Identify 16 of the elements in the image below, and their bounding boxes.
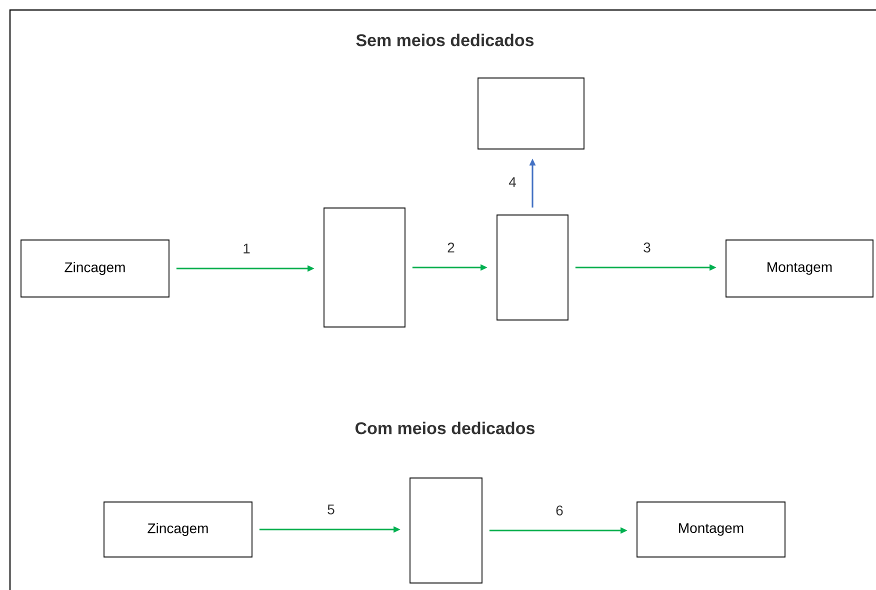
edge-label: 6 (556, 506, 563, 516)
edge-label: 5 (328, 504, 334, 514)
edge-label: 1 (244, 244, 250, 254)
edge-label: 4 (508, 177, 516, 187)
process-box: Zincagem (20, 240, 170, 298)
edge-label: 2 (448, 242, 454, 252)
empty-box (410, 478, 482, 584)
edge-label: 3 (644, 242, 650, 252)
process-box: Montagem (726, 240, 874, 298)
empty-box (478, 78, 584, 150)
process-box: Montagem (636, 502, 786, 558)
section-heading: Com meios dedicados (355, 422, 534, 434)
empty-box (324, 208, 406, 328)
process-box: Zincagem (104, 502, 252, 558)
empty-box (496, 214, 568, 320)
section-heading: Sem meios dedicados (356, 34, 534, 46)
